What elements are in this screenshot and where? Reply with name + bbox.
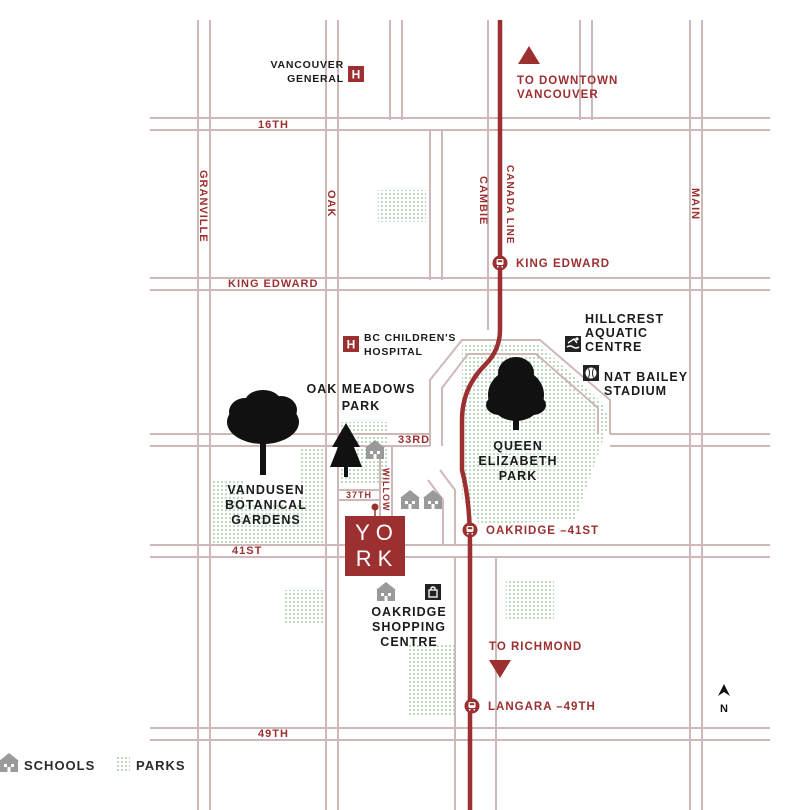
hillcrest-label-line3: CENTRE <box>585 340 642 354</box>
oakridge-centre-label-line1: OAKRIDGE <box>371 605 446 619</box>
oakridge-centre-label-line2: SHOPPING <box>372 620 446 634</box>
oakridge-centre-label-line3: CENTRE <box>380 635 437 649</box>
legend-parks-label: PARKS <box>136 758 186 773</box>
north-label: N <box>720 703 728 715</box>
skytrain-station-icon <box>492 255 508 271</box>
station-oakridge: OAKRIDGE –41ST <box>462 522 599 538</box>
tree-icon <box>330 423 362 477</box>
york-logo <box>345 516 405 576</box>
queen-elizabeth-label-line3: PARK <box>499 469 538 483</box>
street-label-oak: OAK <box>325 190 337 217</box>
street-label-49th: 49TH <box>258 728 289 740</box>
queen-elizabeth-label-line2: ELIZABETH <box>478 454 557 468</box>
street-label-willow: WILLOW <box>381 468 391 512</box>
park-area <box>285 590 325 625</box>
queen-elizabeth-label-line1: QUEEN <box>493 439 542 453</box>
school-icon <box>400 490 420 509</box>
parks-layer <box>208 190 610 715</box>
vandusen-label-line2: BOTANICAL <box>225 498 307 512</box>
station-label-king-edward: KING EDWARD <box>516 258 610 270</box>
tree-icon <box>227 390 299 475</box>
oak-meadows-label-line2: PARK <box>342 399 381 413</box>
hospital-icon: H <box>343 336 359 352</box>
street-label-16th: 16TH <box>258 119 289 131</box>
station-label-oakridge: OAKRIDGE –41ST <box>486 525 599 537</box>
svg-text:H: H <box>347 338 356 352</box>
nat-bailey-label-line2: STADIUM <box>604 384 667 398</box>
vandusen-park-area <box>208 445 325 545</box>
street-label-37th: 37TH <box>346 490 372 500</box>
vandusen-label-line3: GARDENS <box>231 513 301 527</box>
park-area <box>378 190 426 222</box>
canada-line <box>459 20 503 810</box>
baseball-icon <box>583 365 599 381</box>
legend-schools-label: SCHOOLS <box>24 758 95 773</box>
down-arrow-icon <box>489 660 511 678</box>
pool-icon <box>565 336 581 352</box>
park-area <box>408 645 456 715</box>
street-label-granville: GRANVILLE <box>197 170 209 243</box>
street-label-33rd: 33RD <box>398 434 430 446</box>
skytrain-station-icon <box>462 522 478 538</box>
street-label-canada-line: CANADA LINE <box>504 165 515 245</box>
vgh-label-line2: GENERAL <box>287 73 344 85</box>
york-logo-line2: RK <box>356 546 399 571</box>
shopping-bag-icon <box>425 584 441 600</box>
bc-childrens-label-line1: BC CHILDREN'S <box>364 332 456 344</box>
oak-meadows-label-line1: OAK MEADOWS <box>307 382 416 396</box>
street-labels: 16TH KING EDWARD 33RD 41ST 49TH 37TH GRA… <box>197 119 701 740</box>
school-icon <box>376 582 396 601</box>
north-arrow-icon: N <box>718 684 730 715</box>
svg-text:H: H <box>352 68 361 82</box>
school-icon <box>0 753 19 772</box>
downtown-label-line1: TO DOWNTOWN <box>517 75 618 87</box>
station-langara: LANGARA –49TH <box>464 698 596 714</box>
legend: SCHOOLS PARKS <box>0 753 186 773</box>
street-label-cambie: CAMBIE <box>477 176 489 225</box>
skytrain-station-icon <box>464 698 480 714</box>
street-label-main: MAIN <box>689 188 701 220</box>
up-arrow-icon <box>518 46 540 64</box>
vgh-label-line1: VANCOUVER <box>270 59 344 71</box>
hillcrest-label-line1: HILLCREST <box>585 312 664 326</box>
bc-childrens-marker: H BC CHILDREN'S HOSPITAL <box>343 332 456 358</box>
station-king-edward: KING EDWARD <box>492 255 610 271</box>
nat-bailey-label-line1: NAT BAILEY <box>604 370 688 384</box>
hillcrest-label-line2: AQUATIC <box>585 326 648 340</box>
york-logo-line1: YO <box>355 520 399 545</box>
street-label-41st: 41ST <box>232 545 262 557</box>
richmond-label: TO RICHMOND <box>489 641 582 653</box>
downtown-label-line2: VANCOUVER <box>517 89 599 101</box>
vandusen-label-line1: VANDUSEN <box>227 483 304 497</box>
school-icon <box>423 490 443 509</box>
bc-childrens-label-line2: HOSPITAL <box>364 346 423 358</box>
park-area <box>506 580 554 620</box>
tree-icon <box>486 357 546 430</box>
street-label-king-edward: KING EDWARD <box>228 278 318 290</box>
york-marker[interactable]: YO RK <box>345 503 405 577</box>
vgh-marker: H VANCOUVER GENERAL <box>270 59 364 85</box>
station-label-langara: LANGARA –49TH <box>488 701 596 713</box>
parks-swatch <box>116 757 130 771</box>
hospital-icon: H <box>348 66 364 82</box>
